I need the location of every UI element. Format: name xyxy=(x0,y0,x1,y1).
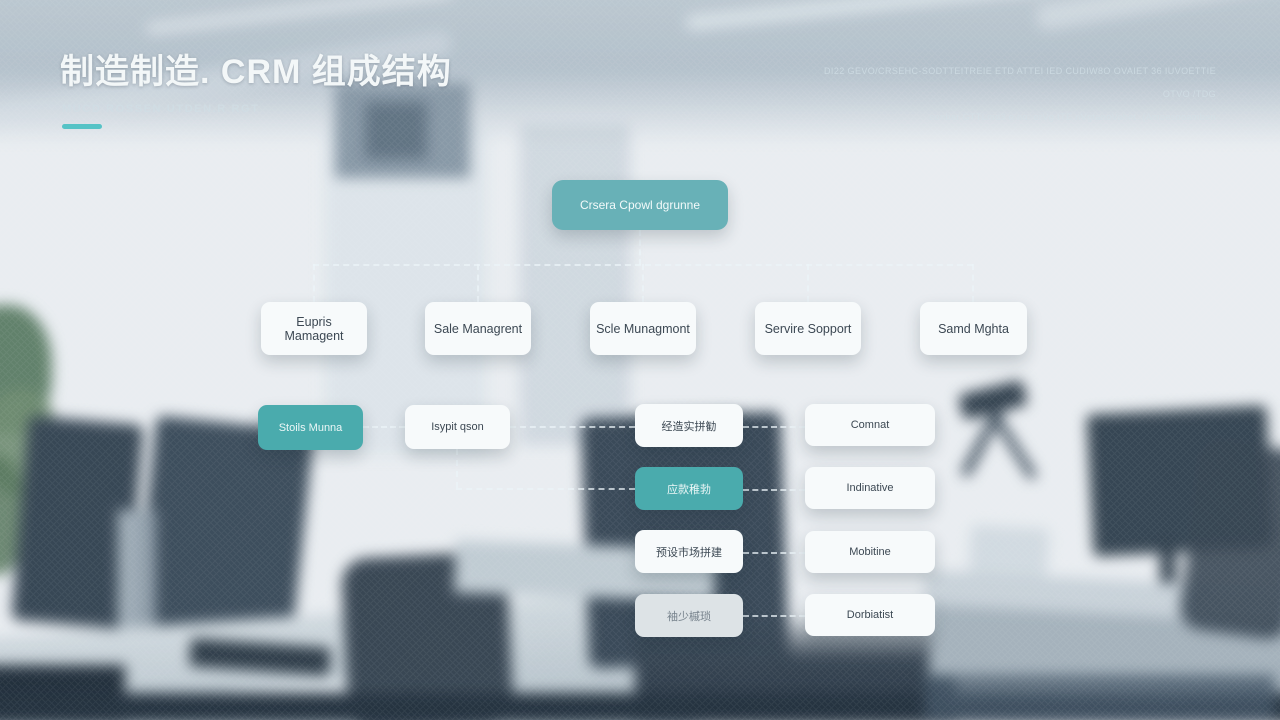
connector-row1-a xyxy=(363,426,405,428)
org-node-col3-row1-label: 经造实拼勧 xyxy=(661,420,717,433)
org-node-col3-row3-label: 预设市场拼建 xyxy=(656,546,722,559)
org-node-col4-row2-label: Indinative xyxy=(846,482,894,494)
connector-row1-c xyxy=(743,426,805,428)
connector-drop-3 xyxy=(642,264,644,302)
org-node-col4-row3-label: Mobitine xyxy=(849,546,891,558)
accent-underline-bar xyxy=(62,124,102,129)
org-node-root: Crsera Cpowl dgrunne xyxy=(552,180,728,230)
page-subtitle: MUCD ROSSEN UTDEN.R RGT xyxy=(62,103,260,115)
org-node-level2-1-label: Eupris Mamagent xyxy=(284,314,344,343)
org-node-col3-row2-label: 应款稚勃 xyxy=(667,483,711,496)
org-node-level2-1: Eupris Mamagent xyxy=(261,302,367,355)
org-node-col2-row1-label: Isypit qson xyxy=(431,421,484,433)
top-right-note: DI22 GEVO/CRSEHC-SODTTEITREIE ETD ATTEI … xyxy=(796,60,1216,129)
note-line-1: DI22 GEVO/CRSEHC-SODTTEITREIE ETD ATTEI … xyxy=(824,66,1216,99)
page-title: 制造制造. CRM 组成结构 xyxy=(60,53,452,91)
org-node-col1-row1-label: Stoils Munna xyxy=(278,421,343,434)
org-node-level2-2: Sale Managrent xyxy=(425,302,531,355)
org-node-level2-5-label: Samd Mghta xyxy=(938,321,1009,336)
connector-row2 xyxy=(743,489,805,491)
connector-elbow-horizontal xyxy=(456,488,635,490)
org-node-col3-row4: 袖少槭琐 xyxy=(635,594,743,637)
org-node-col4-row4-label: Dorbiatist xyxy=(846,609,894,621)
connector-drop-1 xyxy=(313,264,315,302)
connector-row1-b xyxy=(510,426,635,428)
connector-row4 xyxy=(743,615,805,617)
org-node-level2-3: Scle Munagmont xyxy=(590,302,696,355)
connector-elbow-vertical xyxy=(456,449,458,488)
org-node-root-label: Crsera Cpowl dgrunne xyxy=(579,198,701,212)
org-node-col4-row1: Comnat xyxy=(805,404,935,446)
org-node-col3-row3: 预设市场拼建 xyxy=(635,530,743,573)
org-node-col1-row1: Stoils Munna xyxy=(258,405,363,450)
connector-row3 xyxy=(743,552,805,554)
org-node-col3-row4-label: 袖少槭琐 xyxy=(667,610,711,623)
org-node-level2-5: Samd Mghta xyxy=(920,302,1027,355)
org-node-col4-row4: Dorbiatist xyxy=(805,594,935,636)
org-node-level2-2-label: Sale Managrent xyxy=(433,321,523,336)
connector-drop-2 xyxy=(477,264,479,302)
org-node-level2-3-label: Scle Munagmont xyxy=(596,321,690,336)
note-line-2: eonbar GTTLmd3 o no: erVg tTE nVgtanoVah… xyxy=(929,112,1216,122)
org-node-level2-4: Servire Sopport xyxy=(755,302,861,355)
org-node-col4-row2: Indinative xyxy=(805,467,935,509)
org-node-col4-row1-label: Comnat xyxy=(850,419,890,431)
org-node-col4-row3: Mobitine xyxy=(805,531,935,573)
connector-root-drop xyxy=(639,230,641,265)
connector-drop-4 xyxy=(807,264,809,302)
org-node-col2-row1: Isypit qson xyxy=(405,405,510,449)
org-node-level2-4-label: Servire Sopport xyxy=(764,321,852,336)
org-node-col3-row1: 经造实拼勧 xyxy=(635,404,743,447)
connector-drop-5 xyxy=(972,264,974,302)
org-node-col3-row2: 应款稚勃 xyxy=(635,467,743,510)
